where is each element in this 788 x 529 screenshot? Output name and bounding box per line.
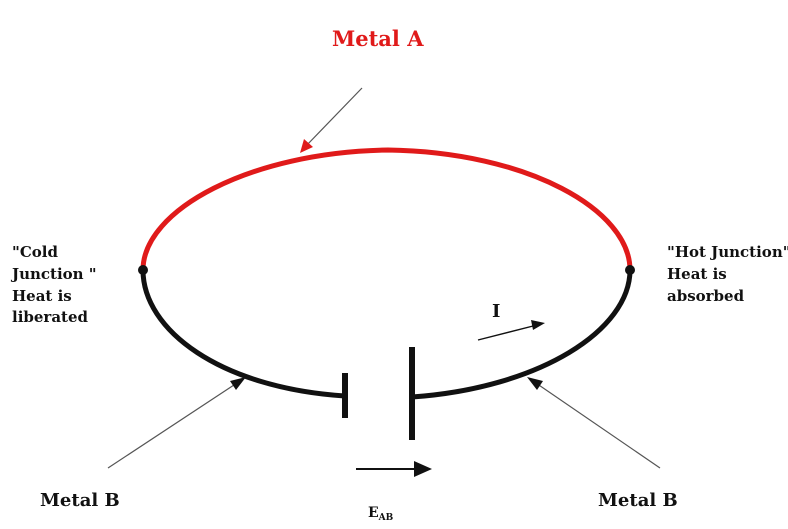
hot-junction-line-3: absorbed: [667, 286, 745, 305]
metal-b-right-label: Metal B: [598, 490, 678, 511]
metal-a-wire: [140, 147, 633, 271]
emf-arrow-head: [414, 461, 432, 477]
cold-junction-label: "Cold Junction " Heat is liberated: [12, 242, 97, 329]
metal-b-left-pointer: [107, 380, 241, 469]
metal-b-left-label: Metal B: [40, 490, 120, 511]
metal-b-wire-right: [411, 269, 633, 400]
cold-junction-dot: [138, 265, 148, 275]
cold-junction-line-3: Heat is: [12, 286, 72, 305]
cold-junction-line-4: liberated: [12, 308, 89, 327]
hot-junction-label: "Hot Junction" Heat is absorbed: [667, 242, 788, 307]
hot-junction-dot: [625, 265, 635, 275]
emf-label: EAB: [368, 506, 393, 523]
hot-junction-line-2: Heat is: [667, 264, 727, 283]
cold-junction-line-2: Junction ": [12, 264, 97, 283]
current-arrow: [477, 324, 538, 341]
cold-junction-line-1: "Cold: [12, 243, 58, 261]
emf-subscript: AB: [378, 513, 394, 523]
hot-junction-line-1: "Hot Junction": [667, 243, 788, 261]
current-label: I: [492, 301, 501, 322]
metal-b-right-pointer: [532, 380, 661, 469]
metal-b-right-pointer-head: [527, 377, 543, 390]
metal-b-left-pointer-head: [230, 377, 246, 390]
metal-a-label: Metal A: [332, 26, 424, 51]
metal-a-pointer-head: [300, 139, 313, 153]
metal-a-pointer: [304, 87, 363, 148]
metal-b-wire-left: [140, 269, 346, 399]
current-arrow-head: [531, 320, 545, 330]
emf-symbol: E: [368, 505, 379, 521]
